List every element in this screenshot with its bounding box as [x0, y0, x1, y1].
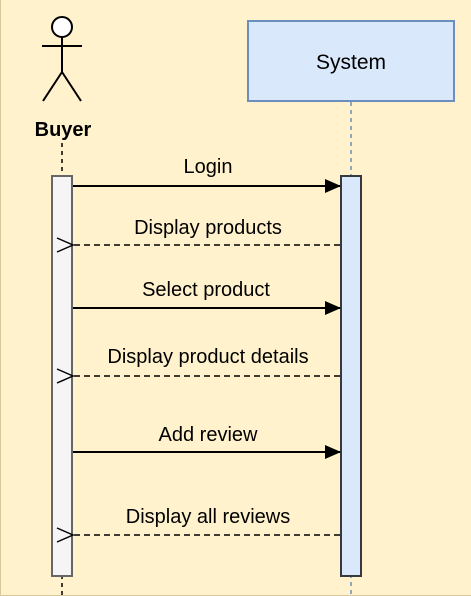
- message-add-review: Add review: [73, 424, 341, 459]
- message-label: Display all reviews: [126, 506, 291, 528]
- buyer-label: Buyer: [35, 119, 92, 141]
- message-login: Login: [73, 156, 341, 193]
- message-display-product-details: Display product details: [73, 346, 340, 376]
- stick-figure-icon: [42, 16, 82, 102]
- message-display-all-reviews: Display all reviews: [73, 506, 340, 535]
- buyer-activation-bar: [51, 175, 73, 577]
- message-label: Add review: [159, 424, 258, 446]
- message-label: Display product details: [107, 346, 308, 368]
- system-box: [247, 20, 455, 102]
- message-display-products: Display products: [73, 217, 340, 245]
- buyer-actor: Buyer: [35, 16, 92, 141]
- system-activation-bar: [340, 175, 362, 577]
- system-label: System: [316, 51, 386, 74]
- message-select-product: Select product: [73, 279, 341, 315]
- system-participant: System: [247, 20, 455, 102]
- message-label: Login: [184, 156, 233, 178]
- message-label: Select product: [142, 279, 270, 301]
- message-label: Display products: [134, 217, 282, 239]
